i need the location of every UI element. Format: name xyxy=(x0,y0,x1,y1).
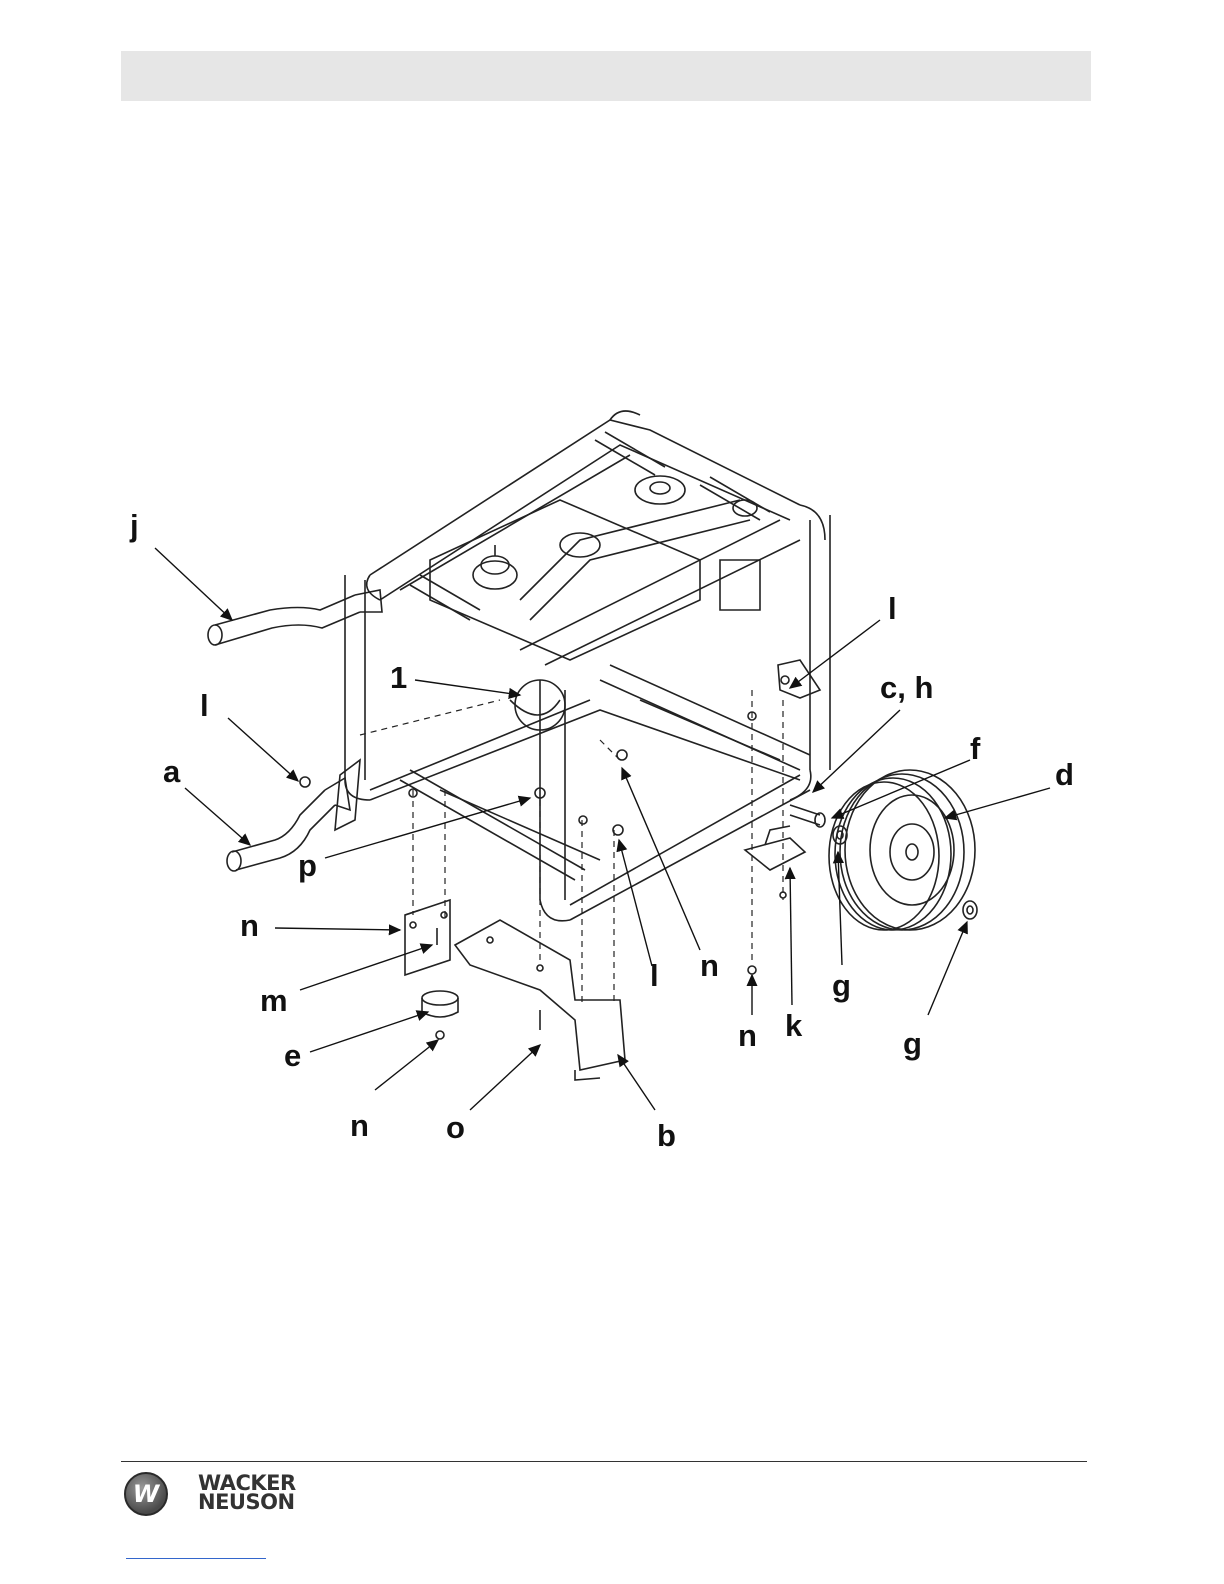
callout-f: f xyxy=(970,733,980,764)
callout-p: p xyxy=(298,850,317,881)
callout-n-left: n xyxy=(240,910,259,941)
callout-c-h: c, h xyxy=(880,672,933,703)
logo-letter: W xyxy=(133,1480,159,1508)
frame-bottom xyxy=(370,665,810,920)
plate-l-top xyxy=(778,660,820,698)
callout-l-top: l xyxy=(888,593,897,624)
callout-n-mid: n xyxy=(700,950,719,981)
brand-line-2: NEUSON xyxy=(198,1493,296,1512)
callout-j: j xyxy=(130,510,139,541)
footer-link-underline[interactable] xyxy=(126,1558,266,1559)
callout-m: m xyxy=(260,985,288,1016)
callout-g-right: g xyxy=(832,970,851,1001)
callout-l-left: l xyxy=(200,690,209,721)
callout-a: a xyxy=(163,756,180,787)
hardware xyxy=(300,712,756,835)
wheel-d xyxy=(829,770,975,930)
rubber-foot-e xyxy=(422,991,458,1039)
callout-1: 1 xyxy=(390,662,407,693)
wacker-neuson-logo-icon: W xyxy=(124,1472,168,1516)
callout-g-low: g xyxy=(903,1028,922,1059)
callout-k: k xyxy=(785,1010,802,1041)
callout-o: o xyxy=(446,1112,465,1143)
handle-j xyxy=(208,590,382,645)
callout-b: b xyxy=(657,1120,676,1151)
callout-d: d xyxy=(1055,759,1074,790)
callout-l-mid: l xyxy=(650,960,659,991)
brand-name: WACKER NEUSON xyxy=(198,1474,296,1512)
callout-e: e xyxy=(284,1040,301,1071)
bracket-left xyxy=(405,900,450,975)
callout-n-bottom: n xyxy=(350,1110,369,1141)
footer-divider xyxy=(121,1461,1087,1462)
callout-n-k: n xyxy=(738,1020,757,1051)
plate-k xyxy=(745,826,805,974)
engine-tank xyxy=(430,476,760,730)
